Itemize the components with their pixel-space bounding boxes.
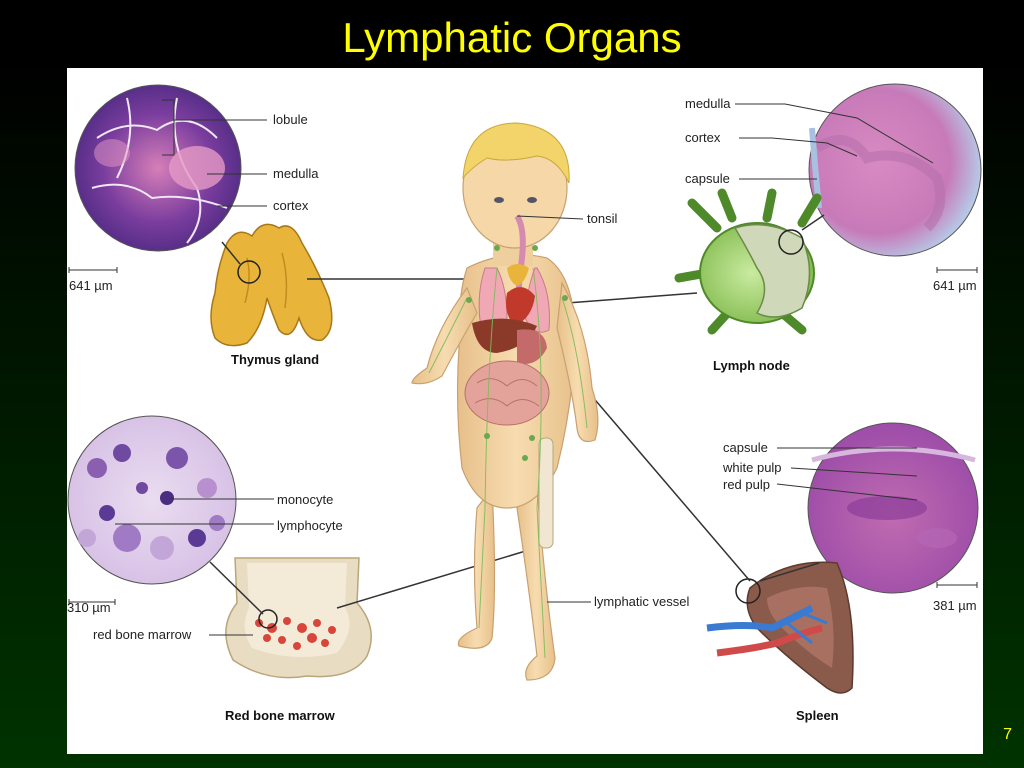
label-lymphatic-vessel: lymphatic vessel <box>594 594 690 609</box>
thymus-gland-illustration <box>210 223 333 347</box>
spleen-illustration <box>706 561 854 694</box>
label-lobule: lobule <box>273 112 308 127</box>
marrow-scale: 310 µm <box>67 600 111 615</box>
thymus-scale: 641 µm <box>69 278 113 293</box>
slide-number: 7 <box>1003 726 1012 743</box>
lymph-node-micrograph <box>808 83 982 257</box>
label-tonsil: tonsil <box>587 211 618 226</box>
lymph-node-scale: 641 µm <box>933 278 977 293</box>
label-white-pulp: white pulp <box>723 460 782 475</box>
diagram-panel: lobule medulla cortex 641 µm Thymus glan… <box>67 68 983 754</box>
label-red-pulp: red pulp <box>723 477 770 492</box>
marrow-micrograph <box>67 415 237 585</box>
slide-title: Lymphatic Organs <box>342 14 682 61</box>
diagram-art <box>67 83 982 694</box>
label-spleen-capsule: capsule <box>723 440 768 455</box>
bone-marrow-illustration <box>225 557 372 679</box>
label-lymphocyte: lymphocyte <box>277 518 343 533</box>
label-node-cortex: cortex <box>685 130 721 145</box>
caption-lymph-node: Lymph node <box>713 358 790 373</box>
label-node-capsule: capsule <box>685 171 730 186</box>
lymph-node-illustration <box>674 188 822 335</box>
label-thymus-cortex: cortex <box>273 198 309 213</box>
label-monocyte: monocyte <box>277 492 334 507</box>
label-node-medulla: medulla <box>685 96 731 111</box>
label-red-bone-marrow: red bone marrow <box>93 627 192 642</box>
child-body-illustration <box>411 122 599 681</box>
label-thymus-medulla: medulla <box>273 166 319 181</box>
caption-thymus-gland: Thymus gland <box>231 352 320 367</box>
spleen-scale: 381 µm <box>933 598 977 613</box>
caption-spleen: Spleen <box>796 708 839 723</box>
thymus-micrograph <box>74 84 242 252</box>
spleen-micrograph <box>807 422 979 594</box>
caption-red-bone-marrow: Red bone marrow <box>225 708 335 723</box>
